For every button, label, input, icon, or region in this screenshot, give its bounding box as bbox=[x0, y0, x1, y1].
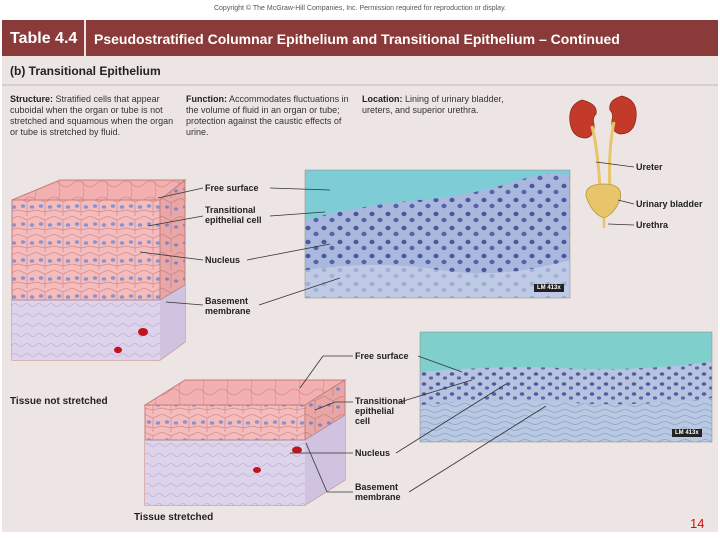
title-separator bbox=[84, 20, 86, 56]
divider bbox=[2, 84, 718, 86]
location-description: Location: Lining of urinary bladder, ure… bbox=[362, 94, 527, 116]
copyright-notice: Copyright © The McGraw-Hill Companies, I… bbox=[213, 5, 506, 12]
micrograph-not-stretched bbox=[304, 169, 571, 299]
label-urinary-bladder: Urinary bladder bbox=[636, 199, 703, 209]
caption-tissue-stretched: Tissue stretched bbox=[134, 512, 214, 523]
table-title: Pseudostratified Columnar Epithelium and… bbox=[94, 31, 620, 47]
label-transitional-cell-lower: Transitional epithelial cell bbox=[355, 396, 406, 426]
function-description: Function: Accommodates fluctuations in t… bbox=[186, 94, 354, 138]
label-urethra: Urethra bbox=[636, 220, 669, 230]
magnification-label-upper: LM 413x bbox=[534, 284, 564, 292]
location-heading: Location: bbox=[362, 94, 403, 104]
structure-description: Structure: Stratified cells that appear … bbox=[10, 94, 178, 138]
label-nucleus-lower: Nucleus bbox=[355, 448, 391, 458]
magnification-label-lower: LM 413x bbox=[672, 429, 702, 437]
label-basement-membrane-upper: Basement membrane bbox=[205, 296, 251, 316]
location-text: Lining of urinary bladder, ureters, and … bbox=[362, 94, 504, 115]
table-number: Table 4.4 bbox=[10, 30, 78, 47]
label-free-surface-upper: Free surface bbox=[205, 183, 259, 193]
function-text: Accommodates fluctuations in the volume … bbox=[186, 94, 349, 137]
leader-lines-lower bbox=[290, 355, 547, 493]
tissue-block-stretched bbox=[143, 379, 347, 506]
section-subtitle: (b) Transitional Epithelium bbox=[10, 64, 161, 78]
label-free-surface-lower: Free surface bbox=[355, 351, 409, 361]
structure-heading: Structure: bbox=[10, 94, 54, 104]
caption-tissue-not-stretched: Tissue not stretched bbox=[10, 396, 108, 407]
page-number: 14 bbox=[690, 516, 705, 531]
micrograph-stretched bbox=[419, 331, 713, 443]
leader-lines-upper bbox=[139, 161, 635, 306]
structure-text: Stratified cells that appear cuboidal wh… bbox=[10, 94, 174, 137]
label-transitional-cell-upper: Transitional epithelial cell bbox=[205, 205, 262, 225]
function-heading: Function: bbox=[186, 94, 227, 104]
label-ureter: Ureter bbox=[636, 162, 663, 172]
tissue-block-not-stretched bbox=[11, 178, 187, 361]
urinary-system-illustration bbox=[569, 95, 637, 228]
label-basement-membrane-lower: Basement membrane bbox=[355, 482, 401, 502]
label-nucleus-upper: Nucleus bbox=[205, 255, 241, 265]
title-bar bbox=[2, 20, 718, 56]
